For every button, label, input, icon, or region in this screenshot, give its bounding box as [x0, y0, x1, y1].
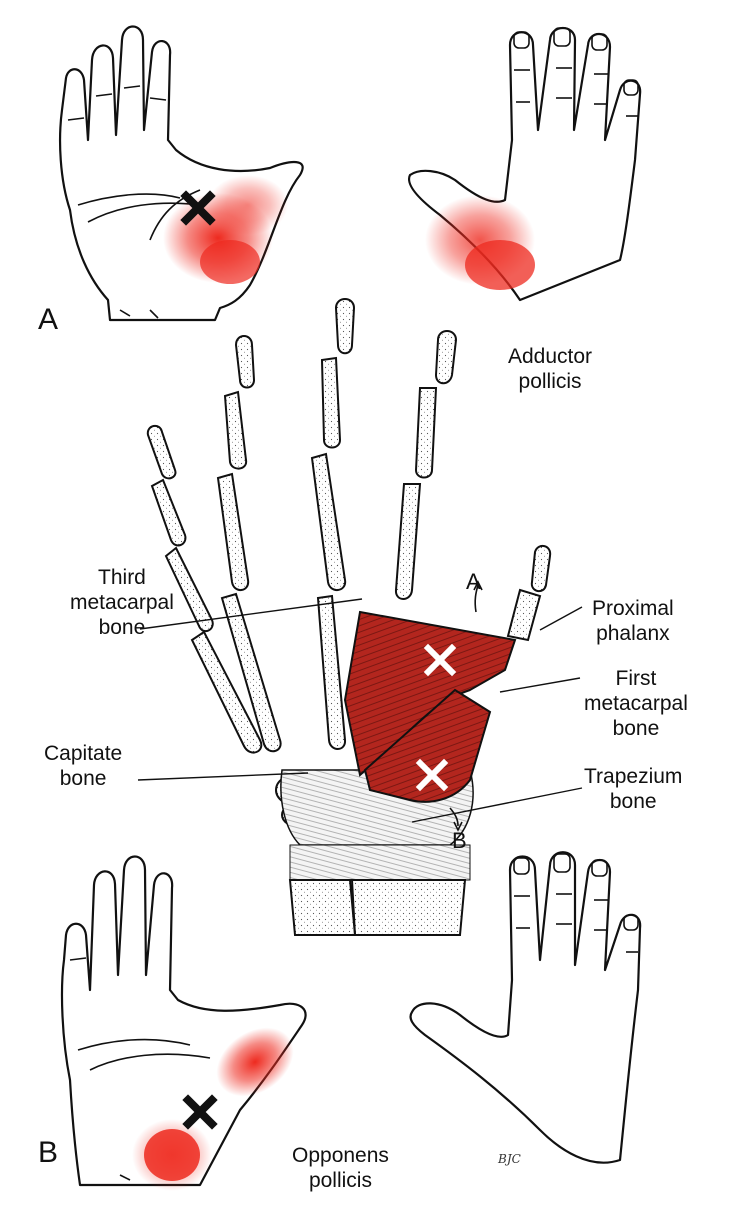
arrow-a-label: A: [466, 569, 481, 594]
third-metacarpal-label: Third metacarpal bone: [70, 565, 174, 640]
pollicis-word-b: pollicis: [308, 1169, 372, 1192]
capitate-line-1: Capitate: [44, 742, 123, 765]
capitate-line-2: bone: [59, 767, 107, 790]
third-metacarpal-line-2: metacarpal: [70, 591, 174, 614]
trapezium-label: Trapezium bone: [584, 764, 682, 814]
trapezium-line-2: bone: [609, 790, 657, 813]
proximal-phalanx-label: Proximal phalanx: [592, 596, 674, 646]
proximal-phalanx-line-2: phalanx: [596, 622, 670, 645]
third-metacarpal-line-3: bone: [98, 616, 146, 639]
bottom-left-hand-creases: [69, 957, 211, 1181]
bottom-left-pain-zone: [132, 1027, 294, 1191]
skeleton-fingers: [146, 298, 552, 754]
adductor-pollicis-muscle: [343, 610, 517, 803]
panel-b-label: B: [38, 1136, 59, 1169]
first-metacarpal-line-1: First: [615, 667, 657, 690]
proximal-phalanx-line-1: Proximal: [592, 597, 674, 620]
top-right-hand-nails: [513, 27, 639, 117]
top-left-hand-outline: [59, 25, 304, 322]
bottom-right-hand-nails: [513, 853, 639, 953]
adductor-pollicis-title: Adductor pollicis: [508, 344, 592, 394]
first-metacarpal-line-2: metacarpal: [584, 692, 688, 715]
capitate-label: Capitate bone: [44, 741, 122, 791]
arrow-b-label: B: [452, 828, 467, 853]
direction-arrows: [449, 580, 483, 832]
bottom-left-x-marker: [182, 1094, 218, 1130]
opponens-pollicis-title: Opponens pollicis: [292, 1143, 389, 1193]
top-left-x-marker: [180, 190, 216, 226]
top-right-pain-zone: [425, 195, 535, 290]
third-metacarpal-line-1: Third: [98, 566, 146, 589]
first-metacarpal-line-3: bone: [612, 717, 660, 740]
pollicis-word-a: pollicis: [518, 370, 582, 393]
panel-a-label: A: [38, 303, 59, 336]
artist-signature: BJC: [498, 1152, 521, 1166]
bottom-right-hand-outline: [409, 851, 642, 1164]
leader-lines: [137, 598, 583, 823]
trapezium-line-1: Trapezium: [584, 765, 683, 788]
first-metacarpal-label: First metacarpal bone: [584, 666, 688, 741]
adductor-word: Adductor: [508, 345, 593, 368]
forearm-bones: [288, 879, 467, 936]
muscle-x-markers: [415, 643, 457, 792]
opponens-word: Opponens: [292, 1144, 389, 1167]
